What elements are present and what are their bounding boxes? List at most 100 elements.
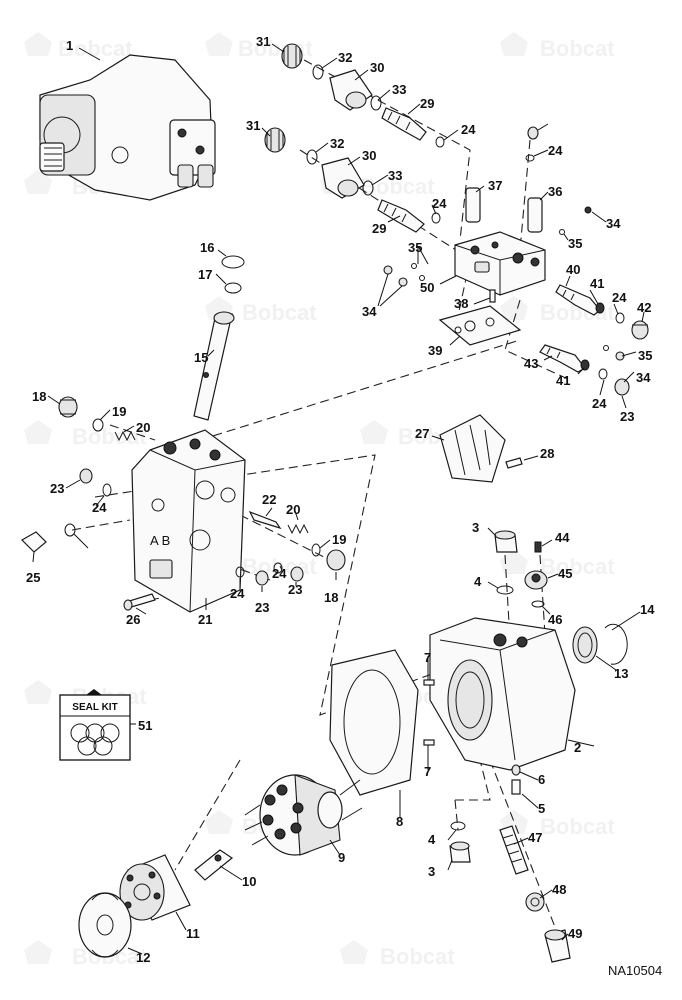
tube: [193, 311, 235, 421]
o-ring: [273, 562, 283, 574]
valve-plate: [78, 892, 132, 958]
callout-16: 16: [200, 240, 214, 255]
callout-35: 35: [568, 236, 582, 251]
watermark-text: Bobcat: [540, 36, 615, 61]
pin: [489, 289, 496, 303]
callout-17: 17: [198, 267, 212, 282]
assembly-line: [71, 519, 131, 531]
callout-35: 35: [408, 240, 422, 255]
ball: [411, 263, 417, 269]
o-ring: [598, 368, 608, 380]
o-ring: [531, 600, 545, 608]
callout-11: 11: [186, 926, 200, 941]
callout-3: 3: [428, 864, 435, 879]
cylinder-barrel: [119, 854, 191, 921]
callout-24: 24: [272, 566, 287, 581]
callout-23: 23: [288, 582, 302, 597]
assembly-line: [109, 424, 156, 441]
assembly-line: [239, 514, 341, 566]
callout-30: 30: [370, 60, 384, 75]
plug-large: [21, 531, 47, 553]
cartridge-upper: [381, 107, 427, 141]
callout-5: 5: [538, 801, 545, 816]
sleeve: [527, 197, 543, 233]
callout-24: 24: [230, 586, 245, 601]
watermark-text: Bobcat: [72, 424, 147, 449]
bolt: [123, 593, 156, 611]
plug: [255, 570, 269, 586]
plug: [383, 265, 393, 275]
callout-40: 40: [566, 262, 580, 277]
o-ring: [64, 523, 76, 537]
callout-18: 18: [324, 590, 338, 605]
callout-31: 31: [256, 34, 270, 49]
solenoid-coil-upper: [329, 69, 373, 111]
watermark-text: Bobcat: [58, 36, 133, 61]
callout-34: 34: [362, 304, 377, 319]
watermark-logo: Bobcat: [500, 810, 615, 839]
o-ring: [235, 566, 245, 578]
watermark-text: Bobcat: [540, 554, 615, 579]
fitting: [326, 549, 346, 571]
callout-7: 7: [424, 650, 431, 665]
plug: [290, 566, 304, 582]
callout-4: 4: [474, 574, 482, 589]
callout-42: 42: [637, 300, 651, 315]
ball: [584, 206, 592, 214]
o-ring: [224, 282, 242, 294]
watermark-logo: Bobcat: [24, 420, 147, 449]
callout-26: 26: [126, 612, 140, 627]
callout-25: 25: [26, 570, 40, 585]
ball: [419, 275, 425, 281]
callout-18: 18: [32, 389, 46, 404]
o-ring: [102, 483, 112, 497]
callout-30: 30: [362, 148, 376, 163]
callout-8: 8: [396, 814, 403, 829]
callout-28: 28: [540, 446, 554, 461]
callout-32: 32: [330, 136, 344, 151]
assembly-line: [454, 799, 459, 831]
callout-45: 45: [558, 566, 572, 581]
o-ring: [595, 302, 605, 314]
kit-tab-icon: [86, 689, 102, 695]
callout-39: 39: [428, 343, 442, 358]
seal-ring: [572, 626, 598, 664]
poppet: [248, 510, 282, 530]
watermark-text: Bobcat: [380, 944, 455, 969]
callout-20: 20: [286, 502, 300, 517]
callout-24: 24: [612, 290, 627, 305]
callout-6: 6: [538, 772, 545, 787]
leader-lines: [32, 43, 645, 955]
o-ring: [92, 418, 104, 432]
callout-41: 41: [556, 373, 570, 388]
o-ring: [450, 821, 466, 831]
callout-34: 34: [636, 370, 651, 385]
watermark-logo: Bobcat: [500, 550, 615, 579]
callout-7: 7: [424, 764, 431, 779]
callout-24: 24: [432, 196, 447, 211]
callout-35: 35: [638, 348, 652, 363]
o-ring: [306, 149, 318, 165]
rotating-group: [244, 774, 363, 856]
spool-lower: [539, 344, 586, 373]
callout-36: 36: [548, 184, 562, 199]
screw: [534, 541, 542, 553]
callout-10: 10: [242, 874, 256, 889]
callout-43: 43: [524, 356, 538, 371]
callout-13: 13: [614, 666, 628, 681]
assembly-line: [174, 759, 241, 871]
callout-46: 46: [548, 612, 562, 627]
callout-32: 32: [338, 50, 352, 65]
o-ring: [615, 312, 625, 324]
plug: [511, 764, 521, 776]
callout-24: 24: [548, 143, 563, 158]
o-ring: [312, 64, 324, 80]
housing-gasket: [329, 649, 419, 796]
o-ring: [496, 585, 514, 595]
compensator-cover: [439, 414, 506, 483]
callout-2: 2: [574, 740, 581, 755]
callout-labels: 1 2 3 3 4 4 5 6 7 7 8 9 10 11 12 13 14 1…: [26, 34, 655, 965]
port-marking: A B: [150, 533, 170, 548]
